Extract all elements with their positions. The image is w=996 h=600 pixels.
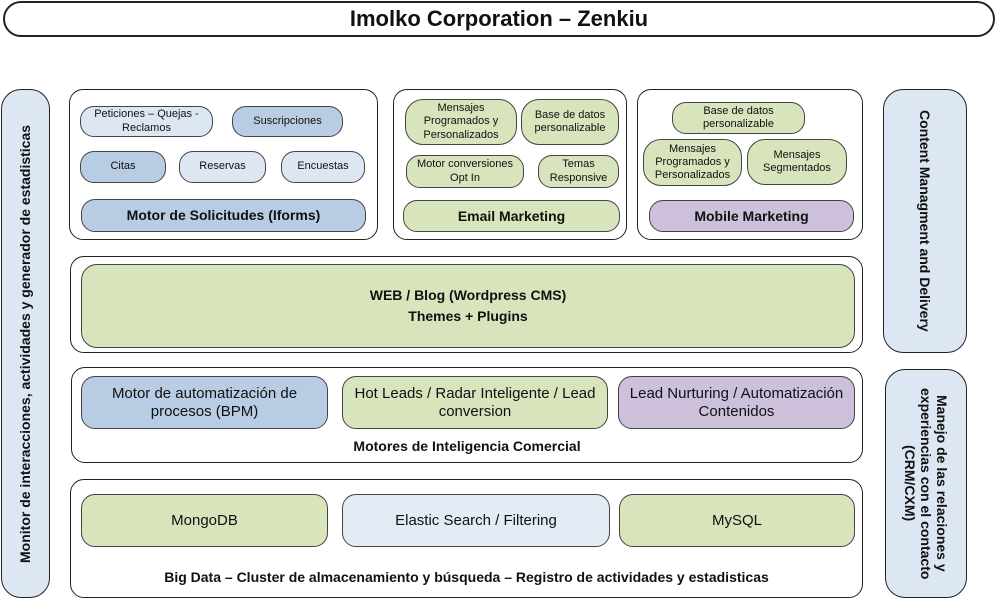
bpm-pill: Motor de automatización de procesos (BPM… [81,376,328,429]
right-top-label: Content Managment and Delivery [917,110,934,332]
citas-pill: Citas [80,151,166,183]
reservas-pill: Reservas [179,151,266,183]
right-top-panel: Content Managment and Delivery [883,89,967,353]
email-basedatos-pill: Base de datos personalizable [521,99,619,145]
title-banner: Imolko Corporation – Zenkiu [3,1,995,37]
email-mensajes-pill: Mensajes Programados y Personalizados [405,99,517,145]
mobile-segmentados-pill: Mensajes Segmentados [747,139,847,185]
mobile-basedatos-pill: Base de datos personalizable [672,102,805,134]
left-side-panel: Monitor de interacciones, actividades y … [1,89,50,598]
mysql-pill: MySQL [619,494,855,547]
right-bottom-panel: Manejo de las relaciones y experiencias … [885,369,967,598]
web-line-2: Themes + Plugins [408,308,528,324]
web-blog-pill: WEB / Blog (Wordpress CMS) Themes + Plug… [81,264,855,348]
email-temas-pill: Temas Responsive [538,155,619,188]
web-line-1: WEB / Blog (Wordpress CMS) [369,287,567,304]
page-title: Imolko Corporation – Zenkiu [349,6,649,31]
right-bottom-label: Manejo de las relaciones y experiencias … [901,387,951,580]
bigdata-caption: Big Data – Cluster de almacenamiento y b… [164,569,769,585]
lead-nurturing-pill: Lead Nurturing / Automatización Contenid… [618,376,855,429]
solicitudes-engine: Motor de Solicitudes (Iforms) [81,199,366,232]
mobile-mensajes-pill: Mensajes Programados y Personalizados [643,139,742,186]
encuestas-pill: Encuestas [281,151,365,183]
elastic-pill: Elastic Search / Filtering [342,494,610,547]
mobile-engine: Mobile Marketing [649,200,854,232]
hot-leads-pill: Hot Leads / Radar Inteligente / Lead con… [342,376,608,429]
peticiones-pill: Peticiones – Quejas - Reclamos [80,106,213,137]
intel-caption: Motores de Inteligencia Comercial [353,438,581,454]
suscripciones-pill: Suscripciones [232,106,343,137]
left-side-label: Monitor de interacciones, actividades y … [17,124,34,563]
email-engine: Email Marketing [403,200,620,232]
email-optin-pill: Motor conversiones Opt In [406,155,524,188]
mongodb-pill: MongoDB [81,494,328,547]
